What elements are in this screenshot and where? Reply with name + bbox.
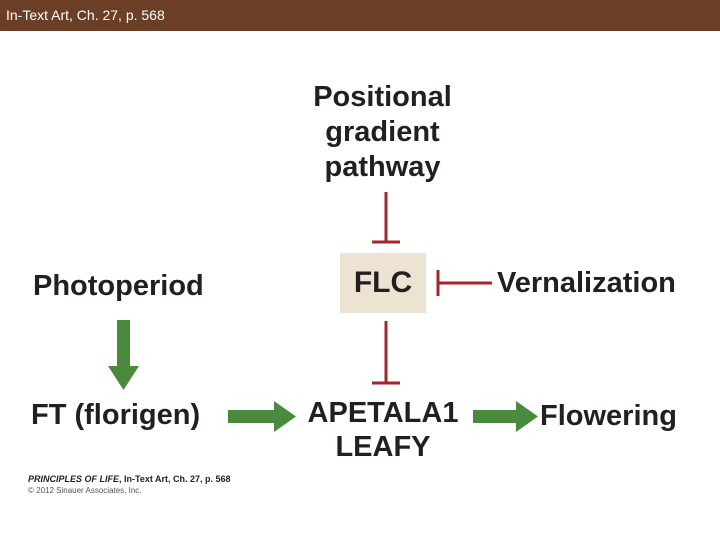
credit-line-1: PRINCIPLES OF LIFE, In-Text Art, Ch. 27,…	[28, 474, 231, 485]
node-apetala-line-1: APETALA1	[307, 397, 459, 429]
node-positional-line-1: Positional	[313, 81, 452, 113]
node-apetala-line-2: LEAFY	[335, 431, 431, 463]
node-photoperiod: Photoperiod	[33, 270, 204, 302]
node-positional-line-2: gradient	[325, 116, 440, 148]
arrow-ft-to-apetala	[228, 401, 296, 432]
inhibit-flc-to-apetala	[372, 321, 400, 385]
arrow-photoperiod-to-ft	[108, 320, 139, 390]
inhibit-positional-to-flc	[372, 192, 400, 244]
node-vernalization: Vernalization	[497, 267, 676, 299]
header-title: In-Text Art, Ch. 27, p. 568	[6, 7, 165, 23]
flc-box	[340, 253, 426, 313]
inhibit-vernalization-to-flc	[436, 270, 492, 296]
node-apetala-leafy: APETALA1 LEAFY	[300, 396, 466, 464]
node-flowering: Flowering	[540, 400, 677, 432]
node-ft-florigen: FT (florigen)	[31, 399, 201, 431]
node-flc: FLC	[353, 266, 413, 299]
header-bar: In-Text Art, Ch. 27, p. 568	[0, 0, 720, 31]
credit-figure-ref: , In-Text Art, Ch. 27, p. 568	[119, 474, 231, 484]
node-positional-line-3: pathway	[324, 151, 441, 183]
node-positional-gradient-pathway: Positional gradient pathway	[260, 80, 505, 185]
arrow-apetala-to-flowering	[473, 401, 538, 432]
credit-book-title: PRINCIPLES OF LIFE	[28, 474, 120, 484]
credit-line-2: © 2012 Sinauer Associates, Inc.	[28, 486, 142, 495]
